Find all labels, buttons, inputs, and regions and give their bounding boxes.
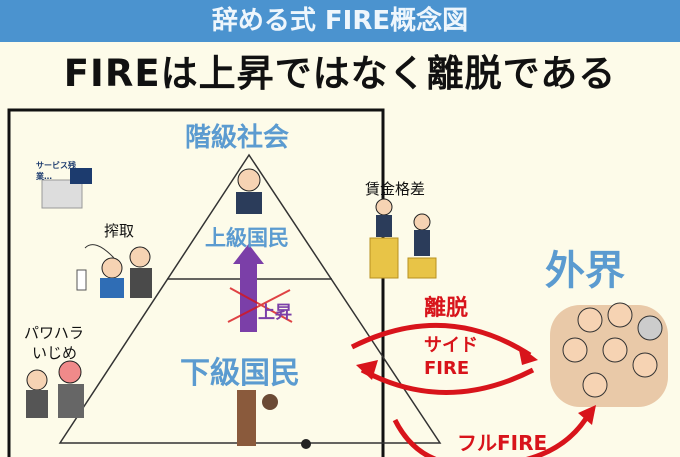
side-fire-cycle-arrows bbox=[350, 322, 535, 395]
shackled-worker-illustration bbox=[237, 390, 311, 449]
arrowhead-left bbox=[356, 360, 378, 380]
overtime-label: サービス残業… bbox=[36, 161, 76, 181]
side-fire-label-line1: サイド bbox=[424, 335, 478, 356]
society-frame bbox=[7, 108, 385, 457]
pyramid-title: 階級社会 bbox=[185, 123, 290, 153]
subtitle: FIREは上昇ではなく離脱である bbox=[63, 52, 617, 95]
exit-label: 離脱 bbox=[424, 296, 469, 321]
arrowhead-full-fire bbox=[578, 405, 596, 425]
side-fire-label-line2: FIRE bbox=[424, 358, 470, 379]
exploitation-label: 搾取 bbox=[104, 222, 135, 240]
rise-crossed-label: 上昇 bbox=[258, 303, 292, 323]
arrowhead-right bbox=[518, 345, 538, 365]
wage-gap-illustration bbox=[369, 198, 437, 279]
lower-class-label: 下級国民 bbox=[180, 356, 300, 391]
crowd-illustration bbox=[550, 302, 668, 407]
harassment-illustration bbox=[26, 360, 84, 418]
header-banner: 辞める式 FIRE概念図 bbox=[0, 0, 680, 42]
full-fire-arrow bbox=[392, 410, 593, 457]
upper-class-label: 上級国民 bbox=[205, 226, 289, 250]
outside-world-title: 外界 bbox=[545, 248, 625, 294]
exploitation-illustration bbox=[76, 244, 152, 298]
cross-mark bbox=[227, 287, 293, 323]
harassment-label-line2: いじめ bbox=[32, 344, 78, 362]
full-fire-label: フルFIRE bbox=[457, 431, 548, 455]
harassment-label-line1: パワハラ bbox=[24, 324, 84, 342]
wage-gap-label: 賃金格差 bbox=[365, 180, 426, 198]
header-title: 辞める式 FIRE概念図 bbox=[211, 6, 469, 36]
upper-class-person-illustration bbox=[236, 168, 262, 214]
overtime-worker-illustration bbox=[41, 168, 92, 209]
